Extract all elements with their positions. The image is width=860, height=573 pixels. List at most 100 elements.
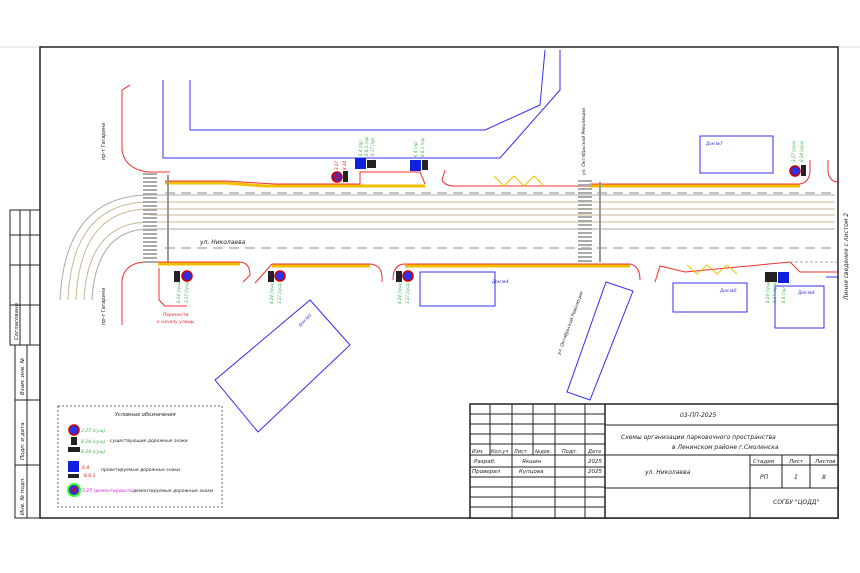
sign-code: 6.4 (пр): [781, 287, 786, 303]
sheets-label: Листов: [814, 459, 836, 465]
curb-bottom-2: [254, 263, 383, 284]
table-header: Подп.: [562, 449, 577, 455]
crosswalk-stripe: [143, 237, 157, 239]
doc-title: Схемы организации парковочного пространс…: [621, 434, 776, 441]
lane-line: [59, 194, 835, 301]
crosswalk-stripe: [578, 192, 592, 194]
move-arrow: [158, 268, 187, 307]
plate-icon: [765, 272, 777, 282]
legend-title: Условные обозначения: [115, 412, 176, 418]
crosswalk-stripe: [143, 221, 157, 223]
legend-code: 8.24 (сущ): [81, 449, 106, 455]
legend-code: 3.27 (сущ): [81, 428, 106, 434]
side-stamp: [9, 209, 41, 519]
crosswalk-stripe: [578, 224, 592, 226]
row-name: Якшин: [521, 459, 542, 465]
building-label: Дом №5: [296, 312, 312, 328]
plate-icon: [801, 165, 806, 176]
curb-top-mid: [441, 169, 590, 187]
crosswalk-stripe: [578, 236, 592, 238]
building-label: Дом №6: [719, 288, 737, 293]
curb-top-right: [590, 160, 811, 185]
sign-code: 8.6.3 (пр): [420, 137, 425, 157]
crosswalk-stripe: [143, 249, 157, 251]
crosswalk-stripe: [578, 252, 592, 254]
table-header: Дата: [587, 449, 601, 455]
crosswalk-stripe: [143, 213, 157, 215]
organization: СОГБУ "ЦОДД": [773, 499, 819, 506]
legend: Условные обозначения 3.27 (сущ) 8.24 (су…: [57, 405, 223, 508]
curb-top: [165, 171, 426, 185]
sign-group-top-1: 3.27 8.24 6.4 (пр) 8.6.3 (пр) 8.17 (пр): [331, 136, 376, 183]
crosswalk-stripe: [578, 244, 592, 246]
crosswalk-stripe: [143, 217, 157, 219]
crosswalk-stripe: [578, 200, 592, 202]
no-stopping-sign-icon: [789, 165, 801, 177]
crosswalk-stripe: [143, 233, 157, 235]
legend-label: - существующие дорожные знаки: [107, 439, 188, 444]
sign-group-bottom-2: 8.24 (сущ) 3.27 (сущ): [268, 270, 286, 304]
plate-icon: [422, 160, 428, 170]
crosswalk-stripe: [143, 245, 157, 247]
match-line-label: Линия сведения с листом 2: [843, 213, 850, 301]
crosswalk-stripe: [143, 253, 157, 255]
row-date: 2025: [588, 469, 602, 475]
crosswalk-stripe: [578, 208, 592, 210]
sheet-value: 1: [794, 474, 798, 481]
row-role: Проверил: [472, 469, 501, 475]
street-label-gagarina: пр-т Гагарина: [101, 123, 107, 160]
curb-bottom-3: [392, 263, 641, 281]
building-label: Дом №7: [705, 141, 723, 146]
crosswalk-stripe: [143, 205, 157, 207]
stamp-sign-date: Подп. и дата: [20, 422, 26, 460]
building-8: [774, 285, 825, 329]
sign-code: 8.17 (пр): [370, 137, 375, 156]
crosswalk-stripe: [143, 201, 157, 203]
sign-group-bottom-1: 8.24 (сущ) 3.27 (сущ) Перенести к началу…: [157, 268, 195, 325]
building-label: Дом №8: [797, 290, 815, 295]
sign-group-top-2: 6.4 (пр) 8.6.3 (пр): [410, 137, 428, 171]
sign-code: 3.27: [334, 161, 339, 170]
curb-bottom-right: [654, 261, 838, 283]
no-stopping-sign-icon: [68, 424, 80, 436]
plate-icon: [396, 271, 402, 282]
sign-code: 8.24 (сущ): [772, 281, 777, 303]
crosswalk-stripe: [143, 225, 157, 227]
plate-icon: [367, 160, 376, 168]
crosswalk-stripe: [143, 209, 157, 211]
table-header: Изм.: [472, 449, 484, 455]
cross-icon: [333, 173, 341, 181]
sheet-name: ул. Николаева: [644, 469, 691, 476]
lane-line: [75, 208, 835, 301]
plate-icon: [268, 271, 274, 282]
legend-label: - демонтируемые дорожные знаки: [130, 489, 213, 494]
row-role: Разраб.: [474, 459, 496, 465]
sheet-label: Лист: [788, 459, 804, 465]
building-upper-inner: [189, 49, 546, 131]
curb-top-left: [121, 84, 170, 173]
building-label: Дом №4: [491, 279, 509, 284]
no-stopping-sign-icon: [402, 270, 414, 282]
plate-icon: [174, 271, 180, 282]
building-outlines: [162, 49, 825, 433]
sign-code: 6.4 (пр): [358, 140, 363, 156]
curb-top-far-right: [827, 160, 839, 183]
crosswalk-stripe: [143, 181, 157, 183]
zigzag-top: [493, 175, 545, 187]
plate-icon: [68, 447, 80, 452]
title-block: [469, 403, 839, 519]
crosswalk-stripe: [578, 240, 592, 242]
zigzag-bottom: [686, 264, 738, 275]
street-label-oktyabrskoy-2: ул. Октябрьской Революции: [556, 291, 585, 357]
building-oktyabrskoy: [566, 281, 634, 401]
table-header: Кол.уч: [491, 449, 508, 455]
crosswalk-stripe: [578, 256, 592, 258]
note-text: к началу улицы: [157, 320, 195, 325]
sign-code: 3.27 (сущ): [184, 281, 189, 303]
crosswalk-stripe: [578, 228, 592, 230]
sheets-value: 8: [822, 474, 826, 481]
crosswalk-left: [143, 173, 157, 263]
stamp-inv-replace: Взам. инв. №: [20, 357, 26, 395]
sign-code: 6.4 (пр): [413, 141, 418, 157]
